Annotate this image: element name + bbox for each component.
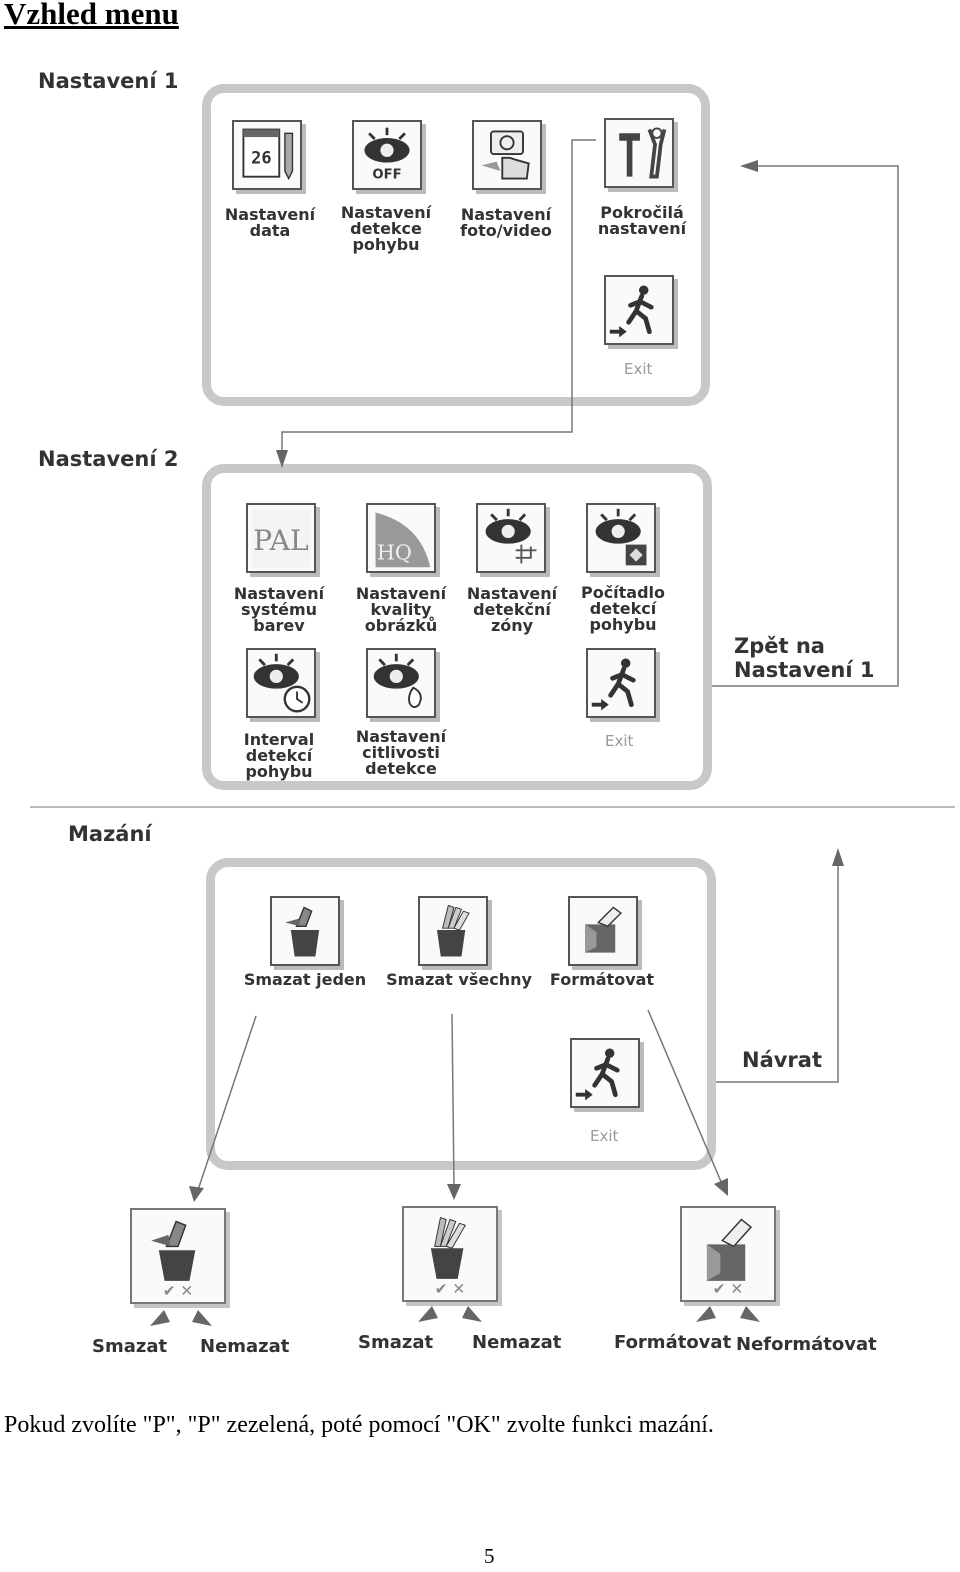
svg-text:HQ: HQ [377, 541, 412, 565]
eye-zone-icon[interactable] [476, 503, 546, 573]
delete-one-confirm-icon: ✔ ✕ [130, 1208, 226, 1304]
section-title-nastaveni-1: Nastavení 1 [38, 69, 179, 93]
svg-text:26: 26 [251, 148, 271, 168]
svg-text:✔ ✕: ✔ ✕ [163, 1282, 194, 1300]
svg-text:PAL: PAL [253, 524, 309, 557]
eye-off-icon[interactable]: OFF [352, 120, 422, 190]
pal-icon[interactable]: PAL [246, 503, 316, 573]
svg-text:✔ ✕: ✔ ✕ [713, 1280, 744, 1298]
format-icon[interactable] [568, 896, 638, 966]
return-label: Návrat [742, 1048, 823, 1072]
menu-item-smazat-vsechny[interactable]: Smazat všechny [386, 970, 532, 989]
delete-all-icon[interactable] [418, 896, 488, 966]
exit-icon[interactable] [570, 1038, 640, 1108]
hq-icon[interactable]: HQ [366, 503, 436, 573]
exit-label: Exit [624, 360, 653, 378]
confirm-no-nemazat[interactable]: Nemazat [200, 1336, 290, 1357]
exit-label: Exit [605, 732, 634, 750]
page-number: 5 [484, 1544, 495, 1568]
confirm-no-nemazat[interactable]: Nemazat [472, 1332, 562, 1353]
confirm-no-neformatovat[interactable]: Neformátovat [736, 1334, 877, 1355]
exit-icon[interactable] [604, 275, 674, 345]
section-title-mazani: Mazání [68, 822, 152, 846]
eye-sensitivity-icon[interactable] [366, 648, 436, 718]
exit-label: Exit [590, 1127, 619, 1145]
eye-counter-icon[interactable] [586, 503, 656, 573]
exit-icon[interactable] [586, 648, 656, 718]
svg-text:✔ ✕: ✔ ✕ [435, 1280, 466, 1298]
tools-icon[interactable] [604, 118, 674, 188]
confirm-yes-smazat[interactable]: Smazat [92, 1336, 168, 1357]
section-title-nastaveni-2: Nastavení 2 [38, 447, 179, 471]
confirm-yes-formatovat[interactable]: Formátovat [614, 1332, 732, 1353]
delete-all-confirm-icon: ✔ ✕ [402, 1206, 498, 1302]
calendar-icon[interactable]: 26 [232, 120, 302, 190]
eye-clock-icon[interactable] [246, 648, 316, 718]
svg-text:OFF: OFF [372, 168, 401, 183]
format-confirm-icon: ✔ ✕ [680, 1206, 776, 1302]
section-divider [30, 806, 955, 808]
menu-item-smazat-jeden[interactable]: Smazat jeden [243, 970, 367, 989]
page-title: Vzhled menu [4, 0, 179, 31]
camera-hand-icon[interactable] [472, 120, 542, 190]
confirm-yes-smazat[interactable]: Smazat [358, 1332, 434, 1353]
arrow-back-to-nastaveni-1 [712, 165, 899, 687]
delete-one-icon[interactable] [270, 896, 340, 966]
caption-text: Pokud zvolíte "P", "P" zezelená, poté po… [4, 1412, 714, 1438]
menu-item-formatovat[interactable]: Formátovat [549, 970, 655, 989]
